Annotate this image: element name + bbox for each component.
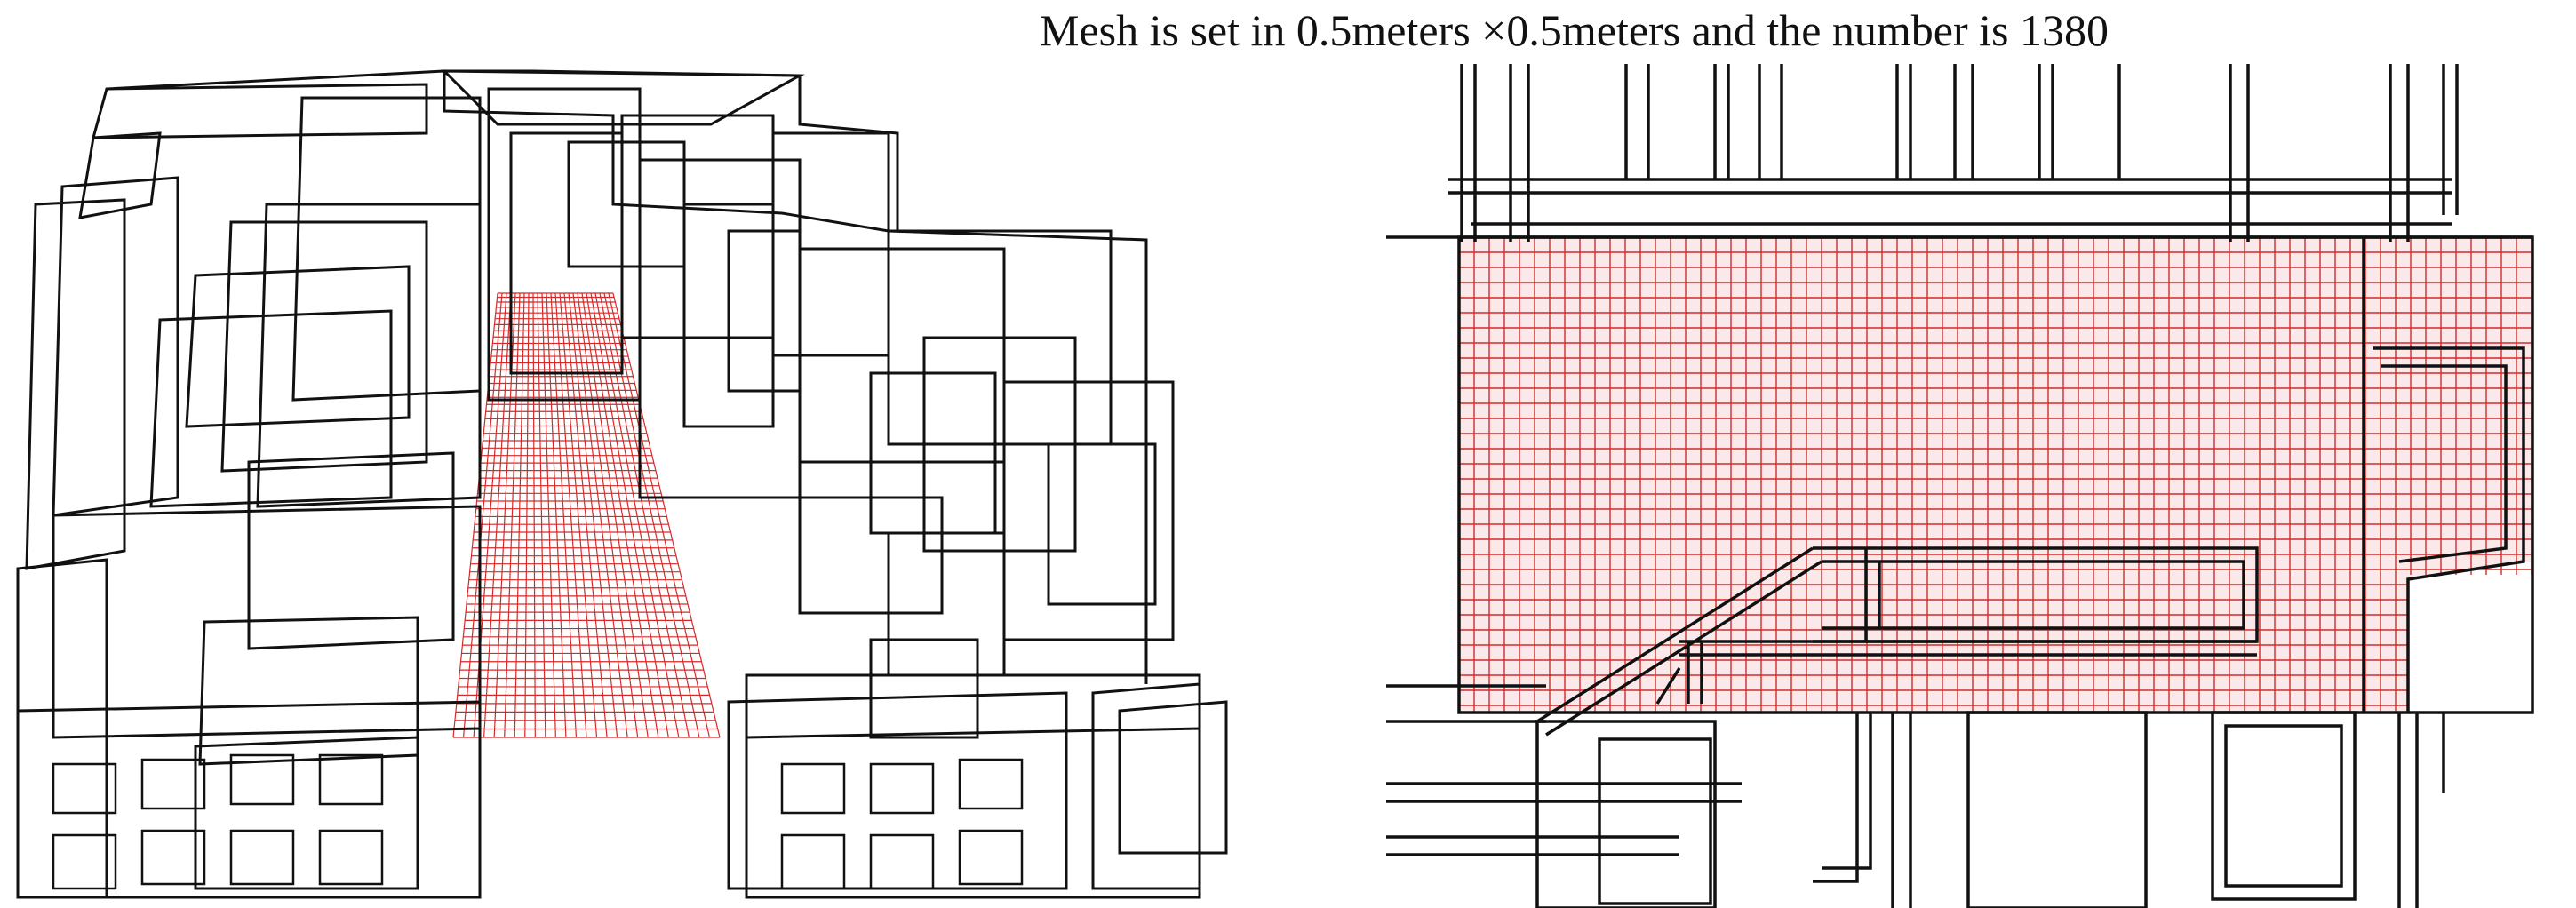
facade-windows-3d [52,753,1024,890]
mesh-line [537,292,546,738]
mesh-line [514,292,525,738]
mesh-line [568,292,618,738]
mesh-line [462,292,503,738]
mesh-line [452,292,498,738]
mesh-line [559,292,598,738]
mesh-floor-3d [452,292,721,738]
mesh-line [554,292,587,738]
mesh-line [541,292,556,738]
wireframe-3d-view [16,69,1228,899]
mesh-line [532,292,536,738]
mesh-line [603,292,700,738]
mesh-line [550,292,578,738]
mesh-line [599,292,690,738]
mesh-line [608,292,711,738]
plan-walls [1386,64,2534,908]
mesh-line [612,292,721,738]
mesh-line [504,292,521,738]
plan-view [1386,64,2534,908]
mesh-grid-plan [1458,236,2532,713]
mesh-line [563,292,608,738]
figure-caption: Mesh is set in 0.5meters ×0.5meters and … [1040,5,2109,55]
mesh-region-fill [1459,237,2532,713]
mesh-line [572,292,628,738]
mesh-line [590,292,669,738]
mesh-line [577,292,639,738]
mesh-line [546,292,567,738]
building-wireframe [16,69,1228,899]
mesh-line [586,292,659,738]
mesh-line [581,292,649,738]
mesh-line [594,292,680,738]
mesh-line [524,292,530,738]
mesh-line [483,292,512,738]
